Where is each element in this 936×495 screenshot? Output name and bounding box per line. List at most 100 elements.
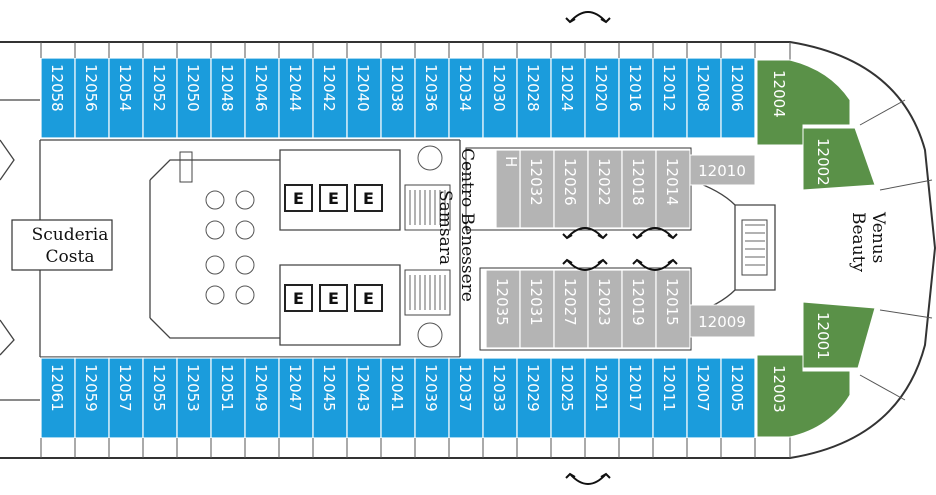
cabin-12048[interactable] — [210, 57, 246, 139]
cabin-12002[interactable] — [802, 127, 876, 191]
cabin-12023-label: 12023 — [595, 278, 613, 326]
elevator-label: E — [328, 289, 339, 308]
scuderia-label-1: Scuderia — [32, 225, 109, 245]
spa-label-1: Centro Benessere — [457, 148, 477, 302]
cabin-12021-label: 12021 — [592, 364, 610, 412]
cabin-12035-label: 12035 — [493, 278, 511, 326]
cabin-12026[interactable] — [553, 149, 589, 229]
cabin-12055-label: 12055 — [150, 364, 168, 412]
cabin-12032[interactable] — [519, 149, 555, 229]
cabin-12054-label: 12054 — [116, 64, 134, 112]
cabin-12014[interactable] — [655, 149, 691, 229]
cabin-12031-label: 12031 — [527, 278, 545, 326]
cabin-12030[interactable] — [482, 57, 518, 139]
elevator-label: E — [363, 289, 374, 308]
elevator-icon — [284, 184, 313, 212]
cabin-12050[interactable] — [176, 57, 212, 139]
bow-lines — [789, 42, 933, 458]
cabin-12026-label: 12026 — [561, 158, 579, 206]
scuderia-label-2: Costa — [46, 247, 95, 267]
cabin-12040-label: 12040 — [354, 64, 372, 112]
cabin-12043-label: 12043 — [354, 364, 372, 412]
cabin-12019-label: 12019 — [629, 278, 647, 326]
cabin-12010-label: 12010 — [698, 162, 746, 180]
cabin-12005[interactable] — [720, 357, 756, 439]
cabin-handicap-area — [495, 149, 521, 229]
cabin-12029-label: 12029 — [524, 364, 542, 412]
cabin-12047[interactable] — [278, 357, 314, 439]
cabin-12012-label: 12012 — [660, 64, 678, 112]
cabin-12003[interactable] — [756, 354, 851, 438]
cabin-12015[interactable] — [655, 269, 691, 349]
cabin-12007[interactable] — [686, 357, 722, 439]
elevator-label: E — [363, 189, 374, 208]
cabin-12017[interactable] — [618, 357, 654, 439]
arrow-swap-icon — [569, 473, 607, 485]
cabin-12029[interactable] — [516, 357, 552, 439]
cabin-12058-label: 12058 — [48, 64, 66, 112]
cabin-12002-label: 12002 — [814, 138, 832, 186]
cabin-12051-label: 12051 — [218, 364, 236, 412]
cabin-12011-label: 12011 — [660, 364, 678, 412]
cabin-12036[interactable] — [414, 57, 450, 139]
cabin-12025[interactable] — [550, 357, 586, 439]
cabin-12008[interactable] — [686, 57, 722, 139]
cabin-12037[interactable] — [448, 357, 484, 439]
pillars — [205, 145, 443, 348]
cabin-12011[interactable] — [652, 357, 688, 439]
cabin-12040[interactable] — [346, 57, 382, 139]
cabin-12053[interactable] — [176, 357, 212, 439]
cabin-12044-label: 12044 — [286, 64, 304, 112]
cabin-12044[interactable] — [278, 57, 314, 139]
cabin-12031[interactable] — [519, 269, 555, 349]
cabin-12045[interactable] — [312, 357, 348, 439]
cabin-12010[interactable] — [689, 154, 756, 186]
cabin-12043[interactable] — [346, 357, 382, 439]
cabin-12038[interactable] — [380, 57, 416, 139]
cabin-12018[interactable] — [621, 149, 657, 229]
cabin-12055[interactable] — [142, 357, 178, 439]
cabin-12033[interactable] — [482, 357, 518, 439]
cabin-12034[interactable] — [448, 57, 484, 139]
cabin-12028[interactable] — [516, 57, 552, 139]
cabin-12009[interactable] — [689, 304, 756, 338]
cabin-12024[interactable] — [550, 57, 586, 139]
cabin-12036-label: 12036 — [422, 64, 440, 112]
elevator-label: E — [293, 289, 304, 308]
spa-label-2: Samsara — [435, 190, 455, 265]
cabin-12048-label: 12048 — [218, 64, 236, 112]
elevator-icon — [319, 284, 348, 312]
cabin-12039[interactable] — [414, 357, 450, 439]
cabin-12005-label: 12005 — [728, 364, 746, 412]
cabin-12035[interactable] — [485, 269, 521, 349]
cabin-12046-label: 12046 — [252, 64, 270, 112]
cabin-12046[interactable] — [244, 57, 280, 139]
elevator-icon — [284, 284, 313, 312]
arrow-swap-icons — [562, 11, 678, 485]
handicap-marker: H — [502, 156, 520, 167]
cabin-12057-label: 12057 — [116, 364, 134, 412]
cabin-12018-label: 12018 — [629, 158, 647, 206]
cabin-12027-label: 12027 — [561, 278, 579, 326]
cabin-12052[interactable] — [142, 57, 178, 139]
beauty-label-2: Beauty — [848, 212, 868, 272]
cabin-12001[interactable] — [802, 301, 876, 369]
cabin-12006[interactable] — [720, 57, 756, 139]
elevator-icon — [319, 184, 348, 212]
cabin-12049[interactable] — [244, 357, 280, 439]
cabin-12023[interactable] — [587, 269, 623, 349]
cabin-12042-label: 12042 — [320, 64, 338, 112]
cabin-12061[interactable] — [40, 357, 76, 439]
cabin-12009-label: 12009 — [698, 313, 746, 331]
cabin-12050-label: 12050 — [184, 64, 202, 112]
cabin-12045-label: 12045 — [320, 364, 338, 412]
beauty-label-1: Venus — [868, 211, 888, 263]
cabin-12051[interactable] — [210, 357, 246, 439]
cabin-12015-label: 12015 — [663, 278, 681, 326]
cabin-12024-label: 12024 — [558, 64, 576, 112]
cabin-12007-label: 12007 — [694, 364, 712, 412]
